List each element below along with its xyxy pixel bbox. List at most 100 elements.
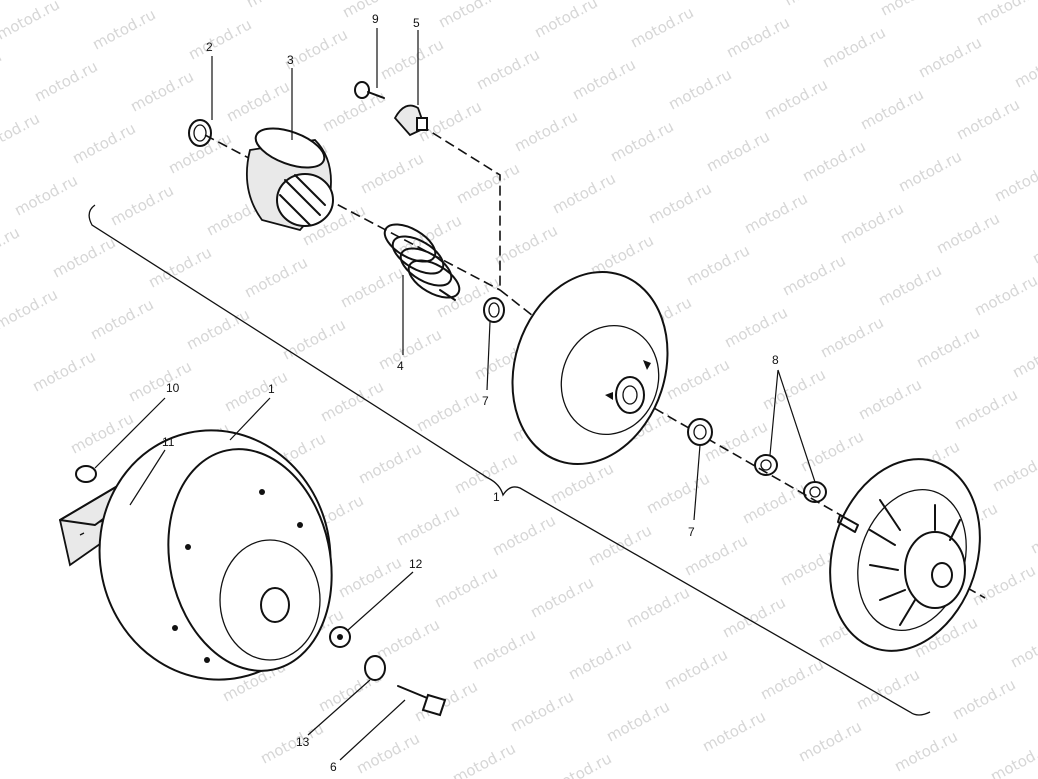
drive-clutch-part <box>98 429 333 681</box>
watermark-text: motod.ru <box>29 347 98 395</box>
watermark-text: motod.ru <box>449 739 518 779</box>
watermark-text: motod.ru <box>357 149 426 197</box>
watermark-text: motod.ru <box>1029 219 1038 267</box>
watermark-text: motod.ru <box>165 129 234 177</box>
spring-part <box>383 223 461 301</box>
watermark-text: motod.ru <box>1007 623 1038 671</box>
watermark-text: motod.ru <box>11 171 80 219</box>
watermark-text: motod.ru <box>185 15 254 63</box>
callout-7-right: 7 <box>688 525 695 539</box>
callout-1-mid: 1 <box>493 490 500 504</box>
watermark-text: motod.ru <box>377 35 446 83</box>
watermark-text: motod.ru <box>799 137 868 185</box>
watermark-text: motod.ru <box>759 365 828 413</box>
watermark-text: motod.ru <box>31 57 100 105</box>
cam-axis-line <box>419 124 501 290</box>
watermark-text: motod.ru <box>703 127 772 175</box>
watermark-text: motod.ru <box>719 593 788 641</box>
watermark-text: motod.ru <box>547 459 616 507</box>
watermark-text: motod.ru <box>241 253 310 301</box>
watermark-text: motod.ru <box>435 0 504 32</box>
watermark-text: motod.ru <box>183 305 252 353</box>
watermark-text: motod.ru <box>699 707 768 755</box>
watermark-text: motod.ru <box>665 65 734 113</box>
watermark-text: motod.ru <box>603 697 672 745</box>
watermark-text: motod.ru <box>0 285 61 333</box>
callout-13: 13 <box>296 735 310 749</box>
watermark-text: motod.ru <box>723 13 792 61</box>
watermark-text: motod.ru <box>147 0 216 2</box>
watermark-text: motod.ru <box>857 85 926 133</box>
watermark-text: motod.ru <box>489 511 558 559</box>
callout-2: 2 <box>206 40 213 54</box>
watermark-text: motod.ru <box>895 147 964 195</box>
watermark-text: motod.ru <box>645 179 714 227</box>
watermark-text: motod.ru <box>877 0 946 20</box>
callout-12: 12 <box>409 557 423 571</box>
watermark-text: motod.ru <box>757 655 826 703</box>
watermark-text: motod.ru <box>279 315 348 363</box>
shoe-part <box>393 104 428 137</box>
watermark-text: motod.ru <box>411 677 480 725</box>
watermark-text: motod.ru <box>87 295 156 343</box>
assembly-bracket <box>88 204 931 716</box>
watermark-text: motod.ru <box>853 665 922 713</box>
leader-10 <box>129 449 166 506</box>
watermark-text: motod.ru <box>49 233 118 281</box>
leader-9 <box>94 397 166 469</box>
spacer-part <box>364 655 386 681</box>
watermark-text: motod.ru <box>355 439 424 487</box>
watermark-text: motod.ru <box>683 241 752 289</box>
callout-4: 4 <box>397 359 404 373</box>
watermark-text: motod.ru <box>223 77 292 125</box>
callout-10: 11 <box>162 435 175 449</box>
watermark-text: motod.ru <box>473 45 542 93</box>
watermark-text: motod.ru <box>949 675 1018 723</box>
watermark-text: motod.ru <box>319 87 388 135</box>
watermark-text: motod.ru <box>491 221 560 269</box>
watermark-text: motod.ru <box>527 573 596 621</box>
watermark-text: motod.ru <box>89 5 158 53</box>
washer-12-part <box>329 626 351 648</box>
watermark-text: motod.ru <box>451 449 520 497</box>
callout-9: 10 <box>166 381 180 395</box>
watermark-text: motod.ru <box>797 427 866 475</box>
watermark-text: motod.ru <box>107 181 176 229</box>
leader-8 <box>769 369 816 483</box>
watermark-text: motod.ru <box>627 3 696 51</box>
watermark-text: motod.ru <box>317 377 386 425</box>
watermark-text: motod.ru <box>469 625 538 673</box>
callout-11: 6 <box>330 760 337 774</box>
watermark-text: motod.ru <box>741 189 810 237</box>
washer-9-part <box>75 465 97 483</box>
leader-13 <box>307 679 371 736</box>
watermark-text: motod.ru <box>507 687 576 735</box>
watermark-text: motod.ru <box>969 561 1038 609</box>
bushing-part-left <box>483 297 505 323</box>
movable-sheave-part <box>511 270 669 466</box>
watermark-text: motod.ru <box>453 159 522 207</box>
watermark-text: motod.ru <box>243 0 312 12</box>
watermark-text: motod.ru <box>781 0 850 10</box>
watermark-text: motod.ru <box>953 95 1022 143</box>
watermark-text: motod.ru <box>989 447 1038 495</box>
callout-6: 9 <box>372 12 379 26</box>
watermark-text: motod.ru <box>0 47 5 95</box>
leader-1-top <box>229 397 271 441</box>
watermark-text: motod.ru <box>643 469 712 517</box>
watermark-text: motod.ru <box>375 325 444 373</box>
leader-7-left <box>486 321 491 391</box>
watermark-text: motod.ru <box>1027 509 1038 557</box>
callout-7-left: 7 <box>482 394 489 408</box>
watermark-text: motod.ru <box>337 263 406 311</box>
leader-7-right <box>693 444 701 521</box>
watermark-text: motod.ru <box>257 719 326 767</box>
watermark-text: motod.ru <box>0 109 43 157</box>
watermark-text: motod.ru <box>973 0 1038 30</box>
watermark-text: motod.ru <box>393 501 462 549</box>
watermark-text: motod.ru <box>739 479 808 527</box>
watermark-text: motod.ru <box>855 375 924 423</box>
watermark-text: motod.ru <box>511 107 580 155</box>
